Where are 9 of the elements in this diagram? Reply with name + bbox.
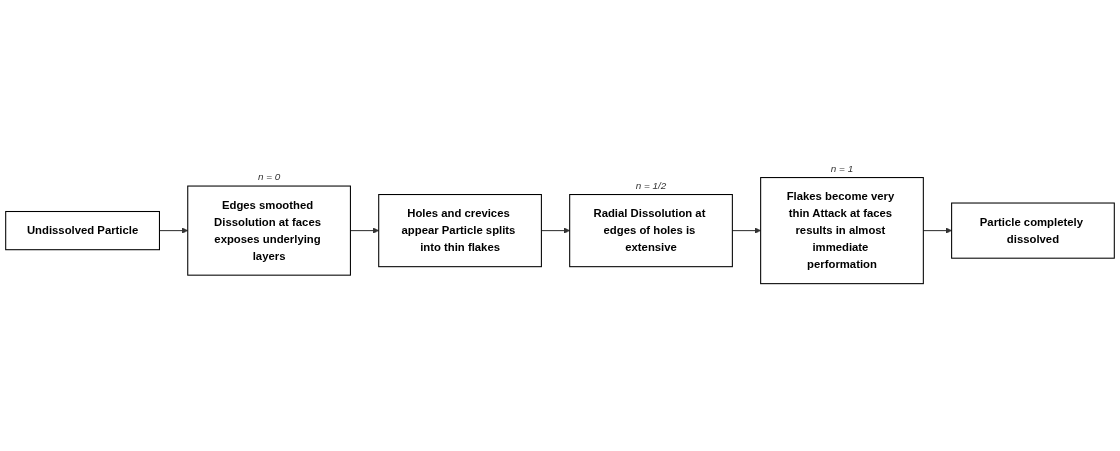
node-box: Edges smoothed Dissolution at faces exposes underlying layers [187, 185, 351, 276]
node-box: Radial Dissolution at edges of holes is extensive [569, 193, 733, 268]
node-box: Flakes become very thin Attack at faces results in almost immediate performation [760, 176, 924, 285]
stage-label: n = 1 [830, 162, 854, 174]
node-box: Undissolved Particle [5, 210, 160, 251]
node-box: Holes and crevices appear Particle splits into thin flakes [378, 193, 542, 268]
stage-label: n = 1/2 [635, 179, 667, 191]
node-box: Particle completely dissolved [951, 202, 1115, 259]
stage-label: n = 0 [257, 171, 281, 183]
